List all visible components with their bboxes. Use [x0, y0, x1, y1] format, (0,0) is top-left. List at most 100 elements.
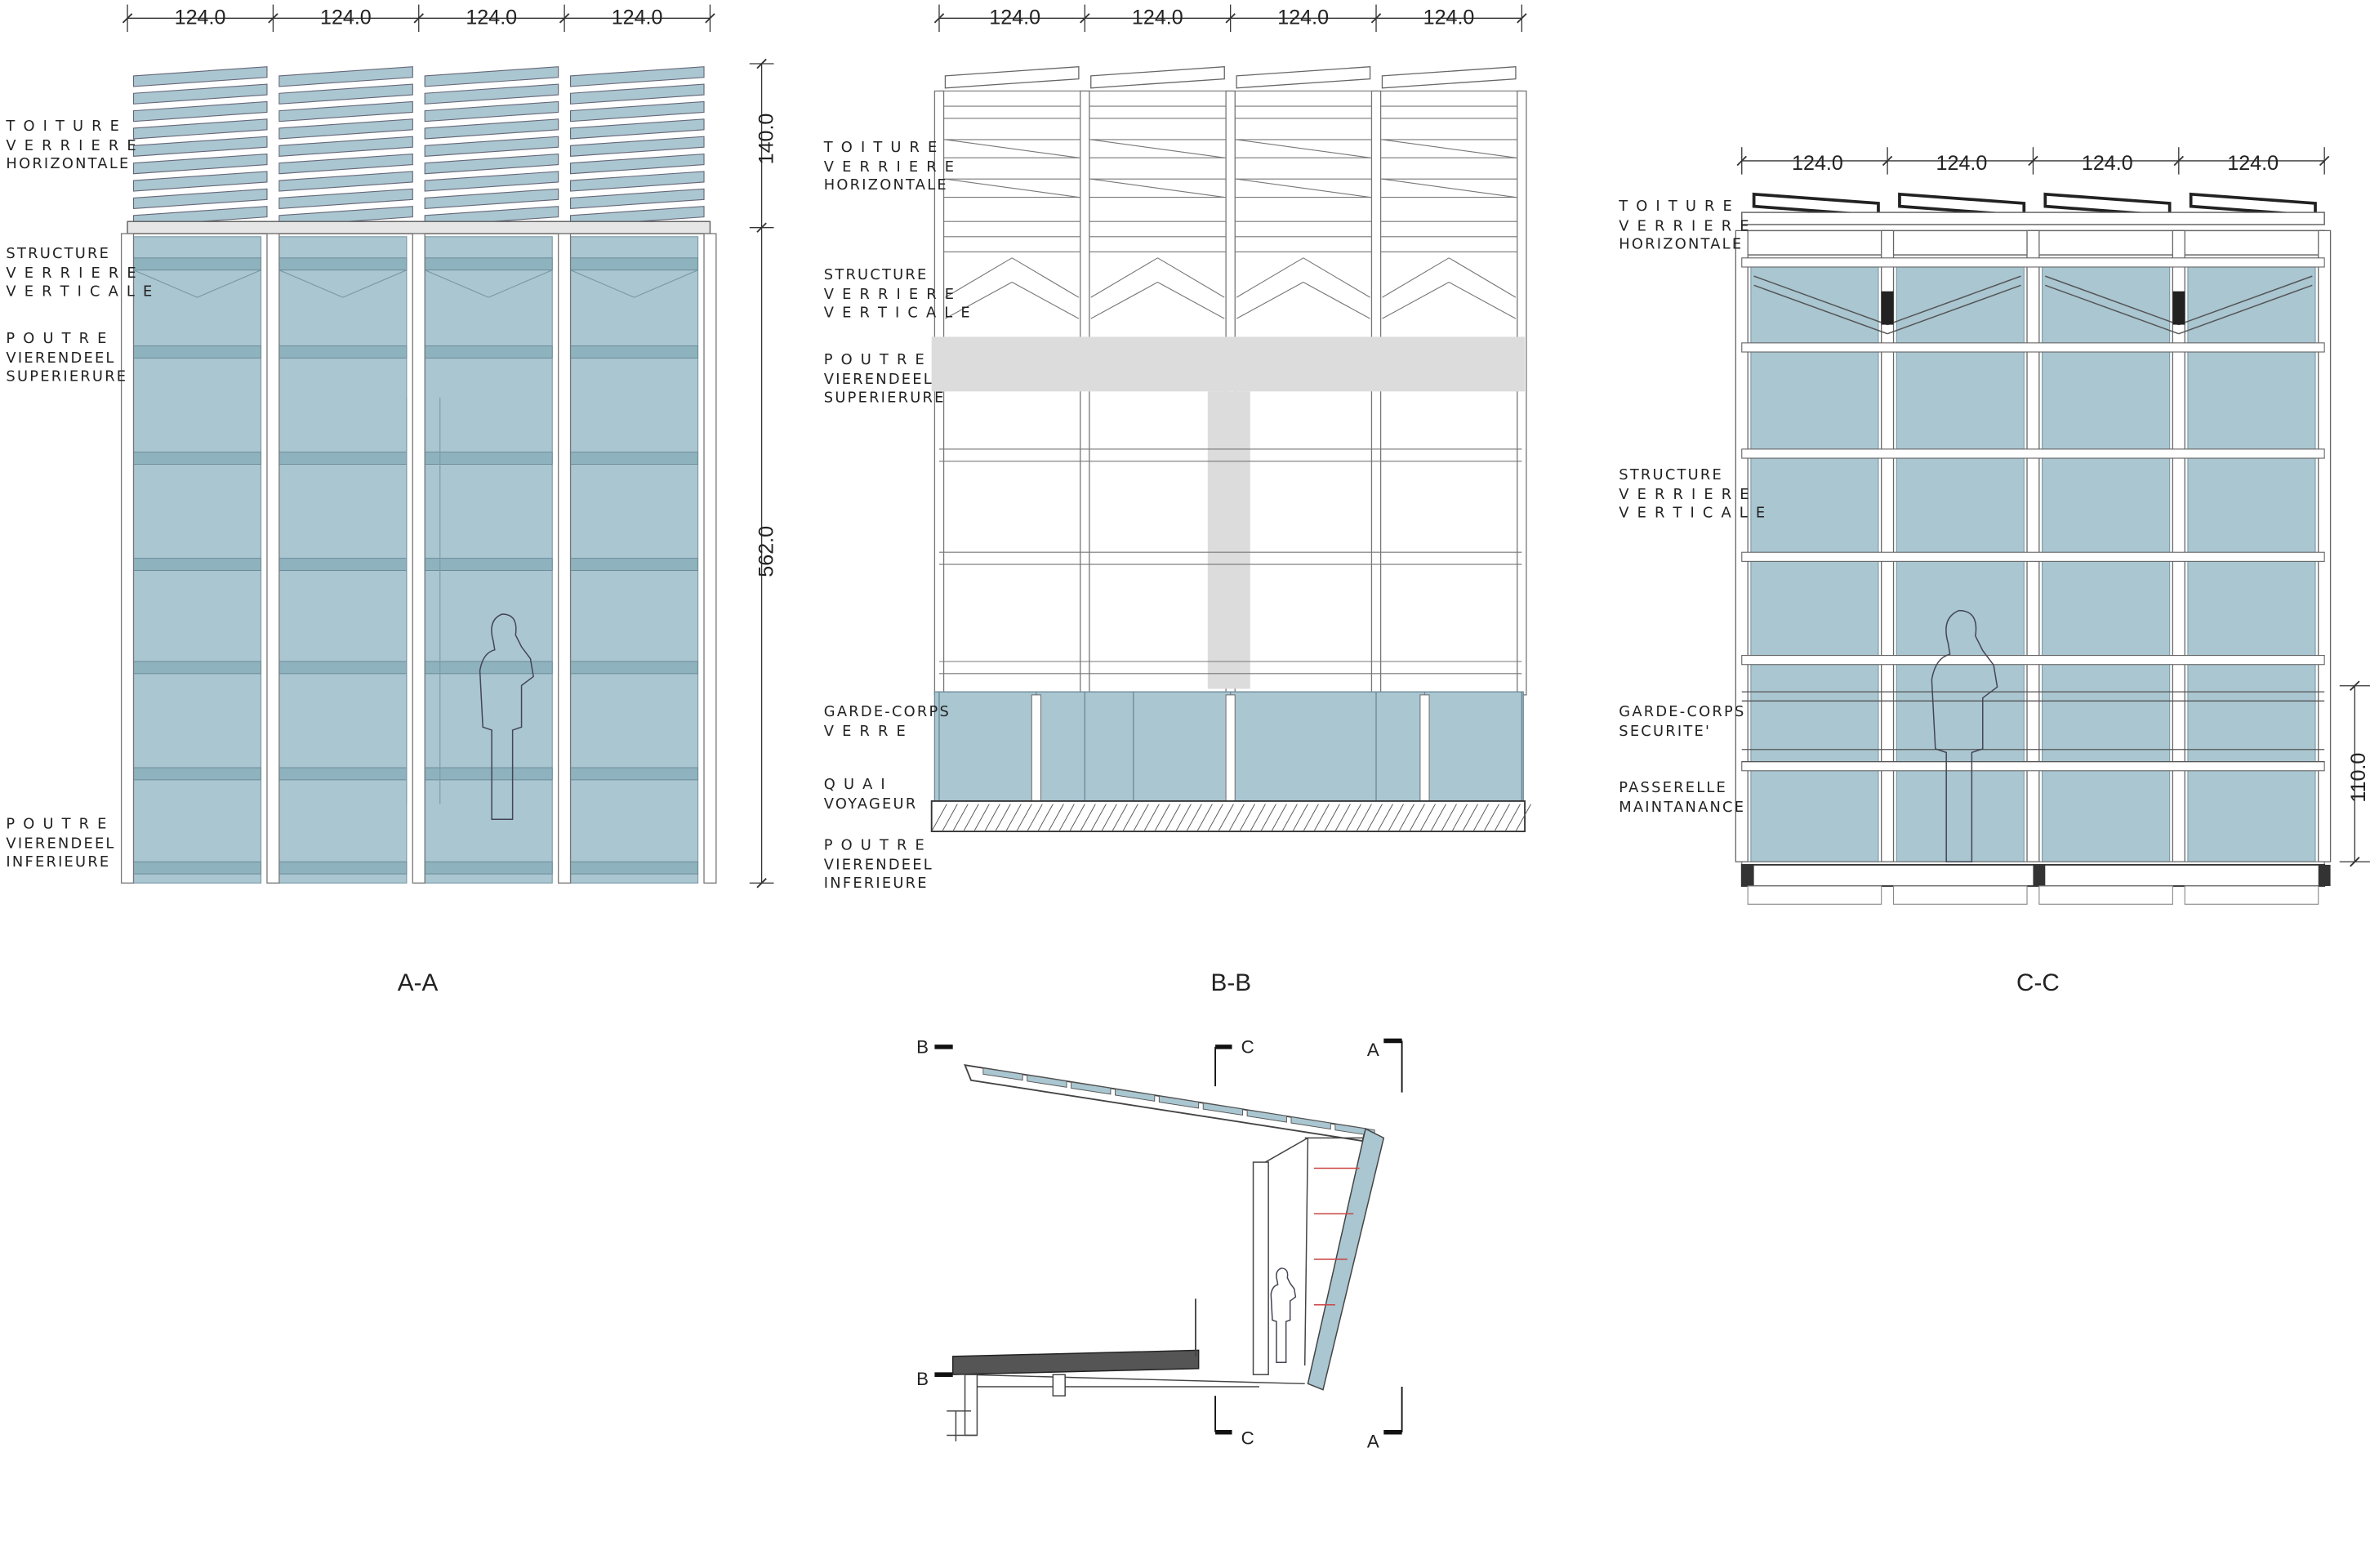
bb-dim-slash	[1517, 13, 1527, 24]
bb-hatch	[1122, 804, 1138, 832]
bb-roof-diag	[1382, 178, 1517, 198]
bb-roof-diag	[1236, 139, 1370, 158]
aa-mullion	[703, 233, 717, 884]
bb-bay-dim: 124.0	[1423, 6, 1475, 29]
cc-truss-diag	[1753, 284, 1888, 335]
aa-roof-louver	[132, 153, 268, 175]
bb-hatch	[1356, 804, 1372, 832]
aa-roof-louver	[569, 153, 705, 175]
bb-hatch	[1483, 804, 1499, 832]
aa-roof-louver	[424, 83, 559, 105]
aa-roof-louver	[424, 118, 559, 140]
aa-truss-diag	[488, 270, 553, 298]
aa-roof-louver	[132, 66, 268, 87]
aa-mullion	[120, 233, 135, 884]
section-person-figure	[1270, 1267, 1297, 1364]
bb-truss-diag	[1303, 257, 1370, 298]
bb-hatch	[1430, 804, 1446, 832]
aa-roof-louver	[278, 118, 413, 140]
bb-bay-dim: 124.0	[1277, 6, 1330, 29]
aa-roof-louver	[278, 171, 413, 192]
aa-bay-dim: 124.0	[174, 6, 226, 29]
aa-roof-louver	[569, 83, 705, 105]
aa-truss-diag	[424, 270, 489, 298]
bb-dim-slash	[933, 13, 945, 24]
section-frame	[1265, 1137, 1308, 1163]
aa-roof-louver	[569, 66, 705, 87]
aa-roof-louver	[278, 100, 413, 122]
bb-hatch	[1016, 804, 1032, 832]
aa-roof-louver	[569, 118, 705, 140]
cc-dim-slash	[2319, 155, 2330, 167]
section-marker-b-top: B	[916, 1036, 929, 1058]
bb-hatch	[1196, 804, 1213, 832]
aa-roof-louver	[132, 188, 268, 210]
bb-dim-slash	[1370, 13, 1382, 24]
bb-bay-dim: 124.0	[1131, 6, 1183, 29]
aa-roof-louver	[132, 100, 268, 122]
aa-truss-diag	[342, 270, 408, 298]
aa-roof-louver	[569, 136, 705, 157]
cc-bay-dim: 124.0	[1936, 151, 1988, 175]
aa-mullion	[266, 233, 280, 884]
bb-hatch	[1324, 804, 1340, 832]
bb-hatch	[1186, 804, 1202, 832]
section-roof-louver	[1290, 1116, 1331, 1130]
aa-roof-louver	[424, 66, 559, 87]
aa-bay-dim: 124.0	[319, 6, 372, 29]
bb-truss-diag	[1236, 257, 1304, 298]
title-aa: A-A	[397, 970, 439, 997]
bb-hatch	[1069, 804, 1085, 832]
aa-truss-diag	[197, 270, 261, 298]
bb-truss-diag	[1157, 257, 1225, 298]
aa-roof-louver	[569, 171, 705, 192]
aa-roof-louver	[132, 83, 268, 105]
cc-bay-dim: 124.0	[1792, 151, 1843, 175]
bb-roof-diag	[1382, 139, 1517, 158]
aa-mullion	[558, 233, 572, 884]
aa-roof-louver	[278, 188, 413, 210]
cc-transom	[1741, 448, 2325, 459]
bb-hatch	[952, 804, 969, 832]
section-column	[1252, 1161, 1269, 1375]
bb-hatch	[1462, 804, 1478, 832]
aa-roof-louver	[424, 188, 559, 210]
bb-hatch	[1409, 804, 1425, 832]
cc-vdim-slash	[2350, 857, 2360, 867]
aa-roof-louver	[424, 153, 559, 175]
aa-roof-louver	[424, 136, 559, 157]
section-roof-louver	[1246, 1109, 1287, 1123]
bb-hatch	[1165, 804, 1181, 832]
cc-ibeam	[1881, 291, 1894, 325]
bb-hatch	[1345, 804, 1361, 832]
bb-truss-diag	[1382, 282, 1450, 319]
bb-hatch	[1303, 804, 1319, 832]
bb-hatch	[1239, 804, 1255, 832]
aa-dim-slash	[413, 13, 424, 24]
aa-vdim-slash	[756, 878, 767, 889]
bb-hatch	[1037, 804, 1054, 832]
bb-hatch	[1090, 804, 1107, 832]
aa-height-dim-wall: 562.0	[755, 525, 777, 577]
cc-person-figure	[1931, 609, 1998, 862]
bb-roof-slat	[1381, 66, 1517, 89]
bb-hatch	[973, 804, 990, 832]
cc-walkway-bracket	[2318, 864, 2331, 886]
bb-hatch	[1250, 804, 1266, 832]
cc-truss-diag	[2178, 284, 2313, 335]
bb-truss-diag	[1157, 282, 1225, 319]
aa-dim-slash	[559, 13, 570, 24]
section-marker-c-top: C	[1241, 1036, 1254, 1058]
aa-vdim-slash	[756, 222, 767, 233]
section-marker-a-bottom: A	[1366, 1430, 1379, 1452]
aa-height-dim-roof: 140.0	[755, 113, 777, 165]
cc-transom	[1741, 655, 2325, 666]
